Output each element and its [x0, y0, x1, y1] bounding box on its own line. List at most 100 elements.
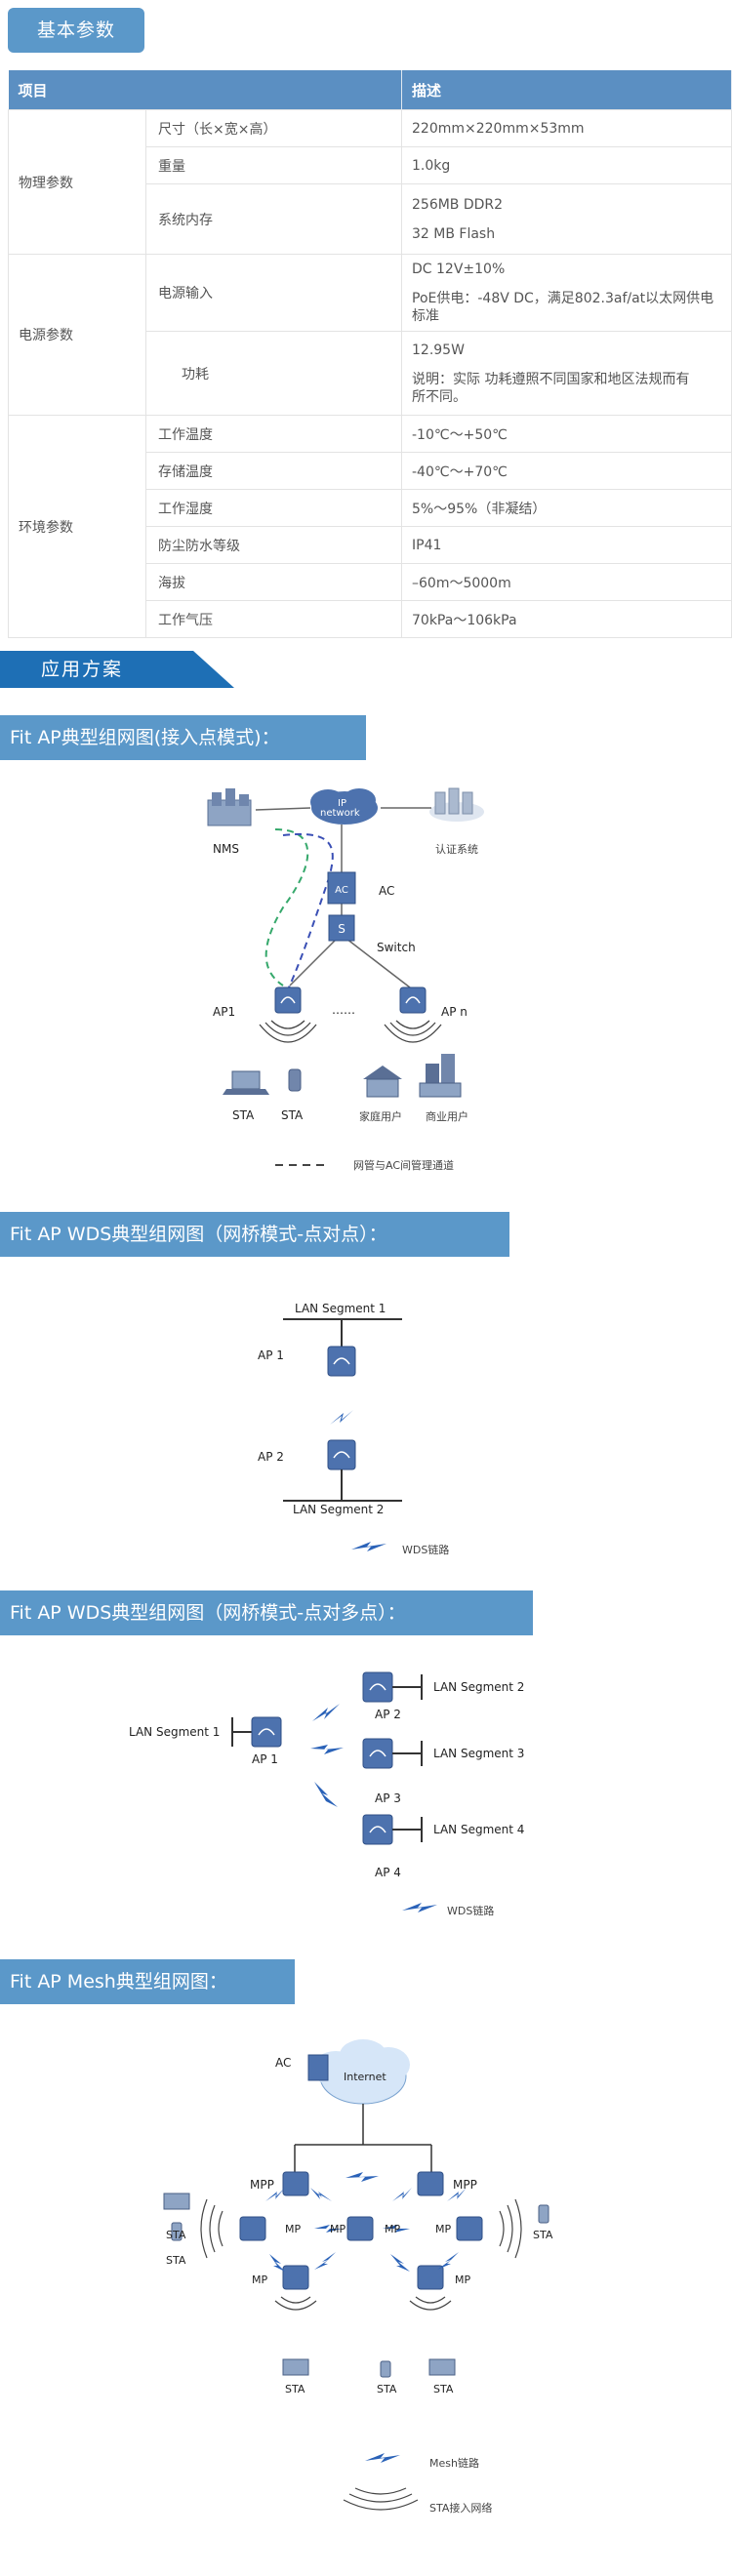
mpp-right-label: MPP — [453, 2178, 477, 2192]
switch-glyph: S — [338, 922, 346, 936]
ap2-icon — [327, 1439, 356, 1470]
ap3-label: AP 3 — [375, 1791, 401, 1805]
param-value: 220mm×220mm×53mm — [401, 109, 732, 147]
param-value-line: 32 MB Flash — [412, 225, 496, 242]
home-user-label: 家庭用户 — [359, 1110, 402, 1123]
ac-label: AC — [379, 884, 395, 898]
category-environment: 环境参数 — [8, 415, 146, 638]
diagram4-mesh — [163, 2039, 549, 2511]
ap2-label: AP 2 — [375, 1708, 401, 1721]
ac-glyph: AC — [335, 885, 348, 896]
sta-label: STA — [166, 2229, 186, 2241]
diagram2-wds-p2p — [283, 1318, 402, 1551]
mgmt-channel-dashed — [264, 828, 309, 986]
sta-label: STA — [377, 2383, 397, 2395]
laptop-icon — [163, 2193, 190, 2210]
param-name: 尺寸（长×宽×高） — [145, 109, 402, 147]
sta-label: STA — [433, 2383, 454, 2395]
ap1-icon — [327, 1346, 356, 1377]
lan-segment-2-label: LAN Segment 2 — [293, 1503, 385, 1516]
internet-label: Internet — [344, 2071, 386, 2083]
link-line — [346, 938, 411, 988]
ap1-icon — [274, 986, 302, 1014]
param-name: 电源输入 — [145, 254, 402, 332]
table-row: 重量 1.0kg — [9, 146, 732, 184]
header-description: 描述 — [401, 70, 732, 110]
diagram3-title: Fit AP WDS典型组网图（网桥模式-点对多点）： — [0, 1590, 533, 1635]
ap1-label: AP 1 — [258, 1348, 284, 1362]
building-icon — [419, 1054, 462, 1098]
diagram1-access-mode: AC S — [207, 787, 484, 1166]
section-tab-basic-params: 基本参数 — [8, 8, 144, 53]
mesh-link-icon — [265, 2172, 467, 2272]
ip-label: IP — [338, 798, 346, 809]
ap3-icon — [362, 1738, 393, 1769]
param-value: 12.95W 说明：实际 功耗遵照不同国家和地区法规而有所不同。 — [401, 331, 732, 416]
lan-segment-4-label: LAN Segment 4 — [433, 1823, 525, 1836]
table-row: 工作湿度 5%～95%（非凝结） — [9, 489, 732, 527]
diagram1-title: Fit AP典型组网图(接入点模式)： — [0, 715, 366, 760]
legend-wds-icon — [402, 1903, 437, 1912]
mpp-left-icon — [282, 2171, 309, 2196]
lan-segment-1-label: LAN Segment 1 — [129, 1725, 221, 1739]
param-value-note: 说明：实际 功耗遵照不同国家和地区法规而有所不同。 — [412, 371, 690, 405]
mp-label: MP — [385, 2223, 401, 2235]
mpp-left-label: MPP — [250, 2178, 274, 2192]
param-name: 工作温度 — [145, 415, 402, 453]
mp-icon — [346, 2216, 374, 2241]
diagram2-title: Fit AP WDS典型组网图（网桥模式-点对点）： — [0, 1212, 509, 1257]
param-value: IP41 — [401, 526, 732, 564]
network-label: network — [320, 808, 360, 819]
param-value-line: PoE供电：-48V DC，满足802.3af/at以太网供电标准 — [412, 291, 714, 324]
param-name: 系统内存 — [145, 183, 402, 255]
diagram3-wds-p2mp — [231, 1671, 437, 1912]
ap4-icon — [362, 1814, 393, 1845]
legend-wds-label: WDS链路 — [447, 1905, 495, 1917]
category-power: 电源参数 — [8, 254, 146, 416]
param-value: –60m～5000m — [401, 563, 732, 601]
legend-signal-icon — [343, 2487, 419, 2511]
mp-icon — [456, 2216, 483, 2241]
ap2-icon — [362, 1671, 393, 1703]
legend-mgmt-label: 网管与AC间管理通道 — [353, 1159, 455, 1172]
link-line — [255, 807, 311, 811]
param-name: 工作气压 — [145, 600, 402, 638]
param-name: 防尘防水等级 — [145, 526, 402, 564]
param-name: 海拔 — [145, 563, 402, 601]
param-value: 5%～95%（非凝结） — [401, 489, 732, 527]
laptop-icon — [223, 1070, 269, 1095]
ac-controller-icon: AC — [327, 871, 356, 905]
table-row: 电源参数 电源输入 DC 12V±10% PoE供电：-48V DC，满足802… — [8, 254, 732, 416]
apn-icon — [399, 986, 427, 1014]
table-row: 环境参数 工作温度 -10℃～+50℃ — [8, 415, 732, 638]
param-name: 重量 — [145, 146, 402, 184]
sta-label: STA — [285, 2383, 305, 2395]
mp-label: MP — [252, 2274, 268, 2286]
wds-link-icon — [310, 1704, 344, 1807]
banner-shape — [0, 651, 234, 688]
sta-devices — [163, 2193, 549, 2378]
table-row: 存储温度 -40℃～+70℃ — [9, 452, 732, 490]
param-value: 1.0kg — [401, 146, 732, 184]
laptop-icon — [428, 2358, 456, 2376]
param-value-line: 256MB DDR2 — [412, 196, 504, 213]
mp-label: MP — [330, 2223, 346, 2235]
wds-link-icon — [330, 1410, 353, 1425]
diagram4-title: Fit AP Mesh典型组网图： — [0, 1959, 295, 2004]
mp-label: MP — [435, 2223, 452, 2235]
wireless-signal-icon — [200, 2198, 522, 2311]
ap-ellipsis: …… — [332, 1003, 355, 1017]
param-value-line: DC 12V±10% — [412, 262, 506, 277]
banner-title: 应用方案 — [41, 659, 124, 680]
laptop-icon — [282, 2358, 309, 2376]
phone-icon — [288, 1068, 302, 1092]
phone-icon — [380, 2360, 391, 2378]
apn-label: AP n — [441, 1005, 468, 1019]
param-name: 功耗 — [145, 331, 402, 416]
house-icon — [363, 1066, 402, 1098]
switch-label: Switch — [377, 941, 416, 954]
sta-label: STA — [533, 2229, 553, 2241]
legend-sta-label: STA接入网络 — [429, 2502, 493, 2515]
auth-system-label: 认证系统 — [435, 843, 478, 856]
ap1-label: AP1 — [213, 1005, 236, 1019]
